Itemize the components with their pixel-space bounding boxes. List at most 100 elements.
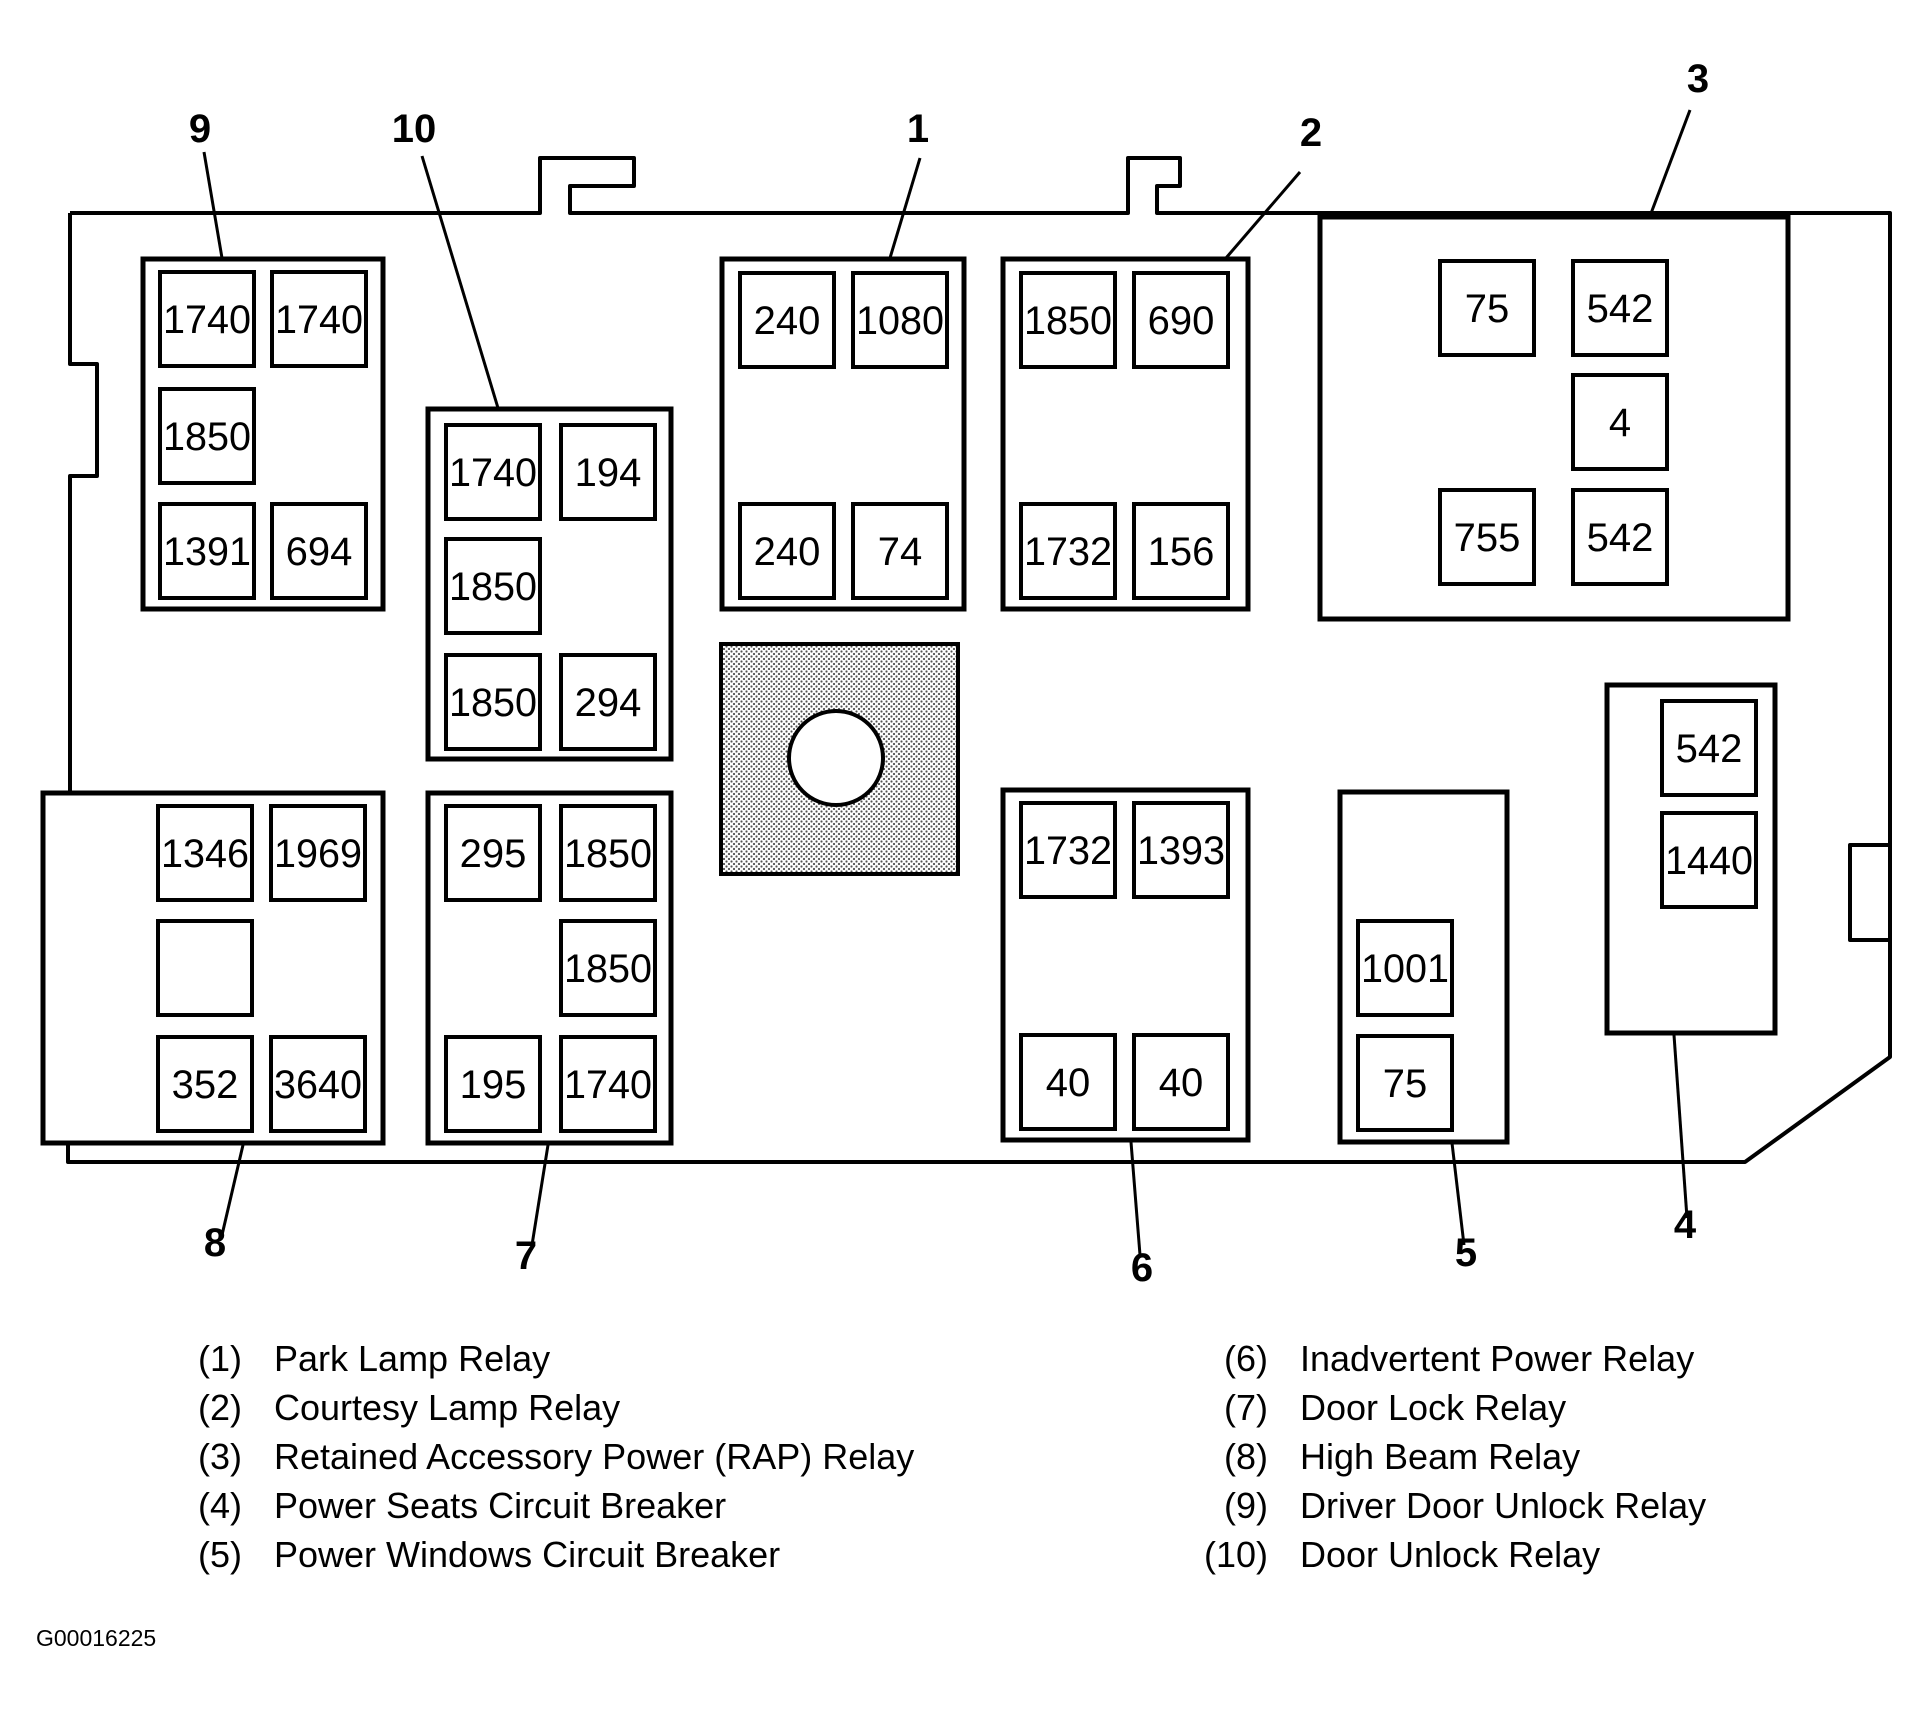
pin-cell-box [156, 804, 254, 902]
pin-cell: 240 [738, 271, 836, 369]
pin-cell: 1391 [158, 502, 256, 600]
pin-cell: 1001 [1356, 919, 1454, 1017]
pin-cell-box [444, 653, 542, 751]
center-mounting-pad [719, 642, 960, 876]
leader-line [1648, 109, 1692, 217]
legend-label: Power Seats Circuit Breaker [274, 1485, 727, 1526]
pin-number: 690 [1148, 299, 1215, 343]
pin-cell: 1393 [1132, 801, 1230, 899]
pin-number: 75 [1383, 1062, 1428, 1106]
pin-number: 1740 [564, 1063, 652, 1107]
callout-number: 9 [189, 107, 211, 151]
legend-number: (5) [198, 1534, 242, 1575]
pin-cell-box [156, 919, 254, 1017]
pin-number: 1969 [274, 832, 362, 876]
pin-number: 295 [460, 832, 527, 876]
pin-number: 755 [1454, 516, 1521, 560]
legend-number: (2) [198, 1387, 242, 1428]
pin-cell: 542 [1571, 488, 1669, 586]
pin-number: 74 [878, 530, 923, 574]
pin-cell: 240 [738, 502, 836, 600]
pin-number: 352 [172, 1063, 239, 1107]
pin-number: 1732 [1024, 530, 1112, 574]
callout-number: 1 [907, 107, 929, 151]
pin-cell-box [444, 423, 542, 521]
pin-number: 40 [1046, 1061, 1091, 1105]
leader-line [530, 1144, 550, 1246]
pin-cell-box [1132, 271, 1230, 369]
pin-cell: 1740 [270, 270, 368, 368]
pin-cell: 1346 [156, 804, 254, 902]
block-1: 240 1080 240 74 [719, 256, 967, 612]
pin-cell-box [738, 271, 836, 369]
legend-label: Park Lamp Relay [274, 1338, 551, 1379]
pin-number: 1740 [163, 298, 251, 342]
fuse-block-outline [66, 156, 1892, 1164]
pin-cell: 3640 [269, 1035, 367, 1133]
pin-number: 1080 [856, 299, 944, 343]
leader-line [1224, 171, 1302, 259]
pin-cell-box [270, 270, 368, 368]
pin-number: 1740 [275, 298, 363, 342]
legend-label: Door Lock Relay [1300, 1387, 1567, 1428]
pin-cell-box [444, 537, 542, 635]
pin-number: 1346 [161, 832, 249, 876]
pin-cell-box [1019, 1033, 1117, 1131]
pin-number: 1732 [1024, 829, 1112, 873]
pin-cell: 1080 [851, 271, 949, 369]
pin-number: 1850 [163, 415, 251, 459]
pin-cell: 75 [1356, 1034, 1454, 1132]
legend-number: (10) [1203, 1534, 1268, 1575]
block-4: 542 1440 [1604, 682, 1778, 1036]
pin-cell-box [559, 919, 657, 1017]
leader-line [1129, 1141, 1142, 1256]
pin-cell: 75 [1438, 259, 1536, 357]
pin-number: 542 [1676, 727, 1743, 771]
pin-number: 1393 [1137, 829, 1225, 873]
pin-cell-box [1132, 502, 1230, 600]
legend-label: Courtesy Lamp Relay [274, 1387, 621, 1428]
legend-number: (4) [198, 1485, 242, 1526]
pin-cell-box [1438, 259, 1536, 357]
pin-cell-box [158, 270, 256, 368]
pin-cell: 1732 [1019, 502, 1117, 600]
callout-number: 8 [204, 1221, 226, 1265]
leader-line [1672, 1034, 1689, 1219]
pin-number: 542 [1587, 287, 1654, 331]
pin-cell: 542 [1571, 259, 1669, 357]
block-8: 1346 1969 352 3640 [40, 790, 386, 1146]
pin-cell: 1440 [1660, 811, 1758, 909]
legend-label: Inadvertent Power Relay [1300, 1338, 1695, 1379]
callout-number: 6 [1131, 1246, 1153, 1290]
legend-number: (7) [1224, 1387, 1268, 1428]
legend-label: Retained Accessory Power (RAP) Relay [274, 1436, 915, 1477]
pin-number: 694 [286, 530, 353, 574]
pin-cell-box [559, 423, 657, 521]
pin-number: 1850 [449, 565, 537, 609]
pin-cell: 1850 [559, 804, 657, 902]
pin-number: 1850 [449, 681, 537, 725]
pin-cell-box [1019, 502, 1117, 600]
pin-number: 1740 [449, 451, 537, 495]
legend-label: High Beam Relay [1300, 1436, 1581, 1477]
pin-cell-box [1571, 373, 1669, 471]
pin-cell-box [1019, 801, 1117, 899]
legend-label: Door Unlock Relay [1300, 1534, 1601, 1575]
pin-cell-box [269, 1035, 367, 1133]
leader-line [220, 1144, 245, 1236]
pin-cell-box [158, 387, 256, 485]
pin-number: 75 [1465, 287, 1510, 331]
pin-cell: 542 [1660, 699, 1758, 797]
pin-cell: 1850 [1019, 271, 1117, 369]
pin-cell-box [444, 1035, 542, 1133]
pin-cell: 4 [1571, 373, 1669, 471]
block-3: 75 542 4 755 542 [1317, 214, 1791, 622]
pin-cell: 352 [156, 1035, 254, 1133]
pin-number: 240 [754, 530, 821, 574]
pin-cell-box [851, 271, 949, 369]
